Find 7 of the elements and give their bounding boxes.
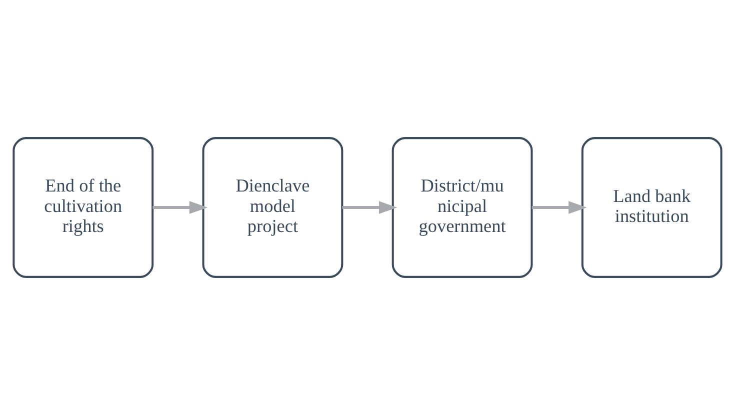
node-box: District/mu nicipal government <box>392 137 533 278</box>
node-box: End of the cultivation rights <box>12 137 154 278</box>
arrow <box>342 201 398 214</box>
node-box: Dienclave model project <box>202 137 344 278</box>
node-box: Land bank institution <box>581 137 722 278</box>
arrow <box>532 201 587 214</box>
arrow <box>152 201 208 214</box>
